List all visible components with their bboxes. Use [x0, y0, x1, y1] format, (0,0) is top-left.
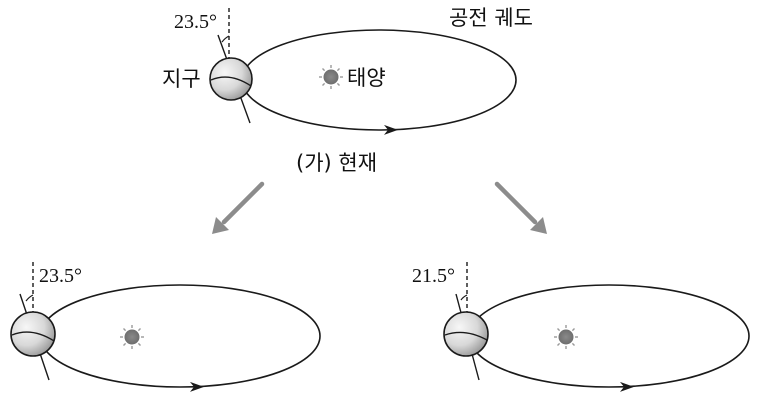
- bottom-left-tilt-angle-arc: [26, 295, 33, 301]
- earth-label: 지구: [162, 67, 201, 91]
- bottom-right-orbit-ellipse: [469, 285, 749, 387]
- top-sun-icon: [319, 65, 343, 89]
- top-earth: [210, 58, 252, 100]
- transition-arrows: [212, 184, 547, 234]
- bottom-right-sun-icon: [554, 325, 578, 349]
- bottom-right-earth: [444, 312, 488, 356]
- bottom-left-earth: [11, 312, 55, 356]
- sun-label: 태양: [347, 66, 386, 90]
- top-caption: (가) 현재: [296, 151, 377, 175]
- bottom-left-sun-icon: [120, 325, 144, 349]
- bottom-left-tilt-label: 23.5°: [39, 265, 82, 287]
- top-scene: 23.5° 공전 궤도 지구 태양 (가) 현재: [162, 6, 533, 175]
- bottom-right-scene: 21.5°: [412, 262, 749, 387]
- bottom-right-tilt-label: 21.5°: [412, 265, 455, 287]
- orbit-label: 공전 궤도: [449, 6, 533, 30]
- right-transition-arrow: [497, 184, 547, 234]
- top-tilt-angle-arc: [222, 36, 229, 42]
- bottom-right-tilt-angle-arc: [461, 295, 467, 300]
- left-transition-arrow: [212, 184, 262, 234]
- bottom-left-orbit-ellipse: [40, 285, 320, 387]
- top-tilt-label: 23.5°: [174, 11, 217, 33]
- bottom-left-scene: 23.5°: [11, 262, 320, 387]
